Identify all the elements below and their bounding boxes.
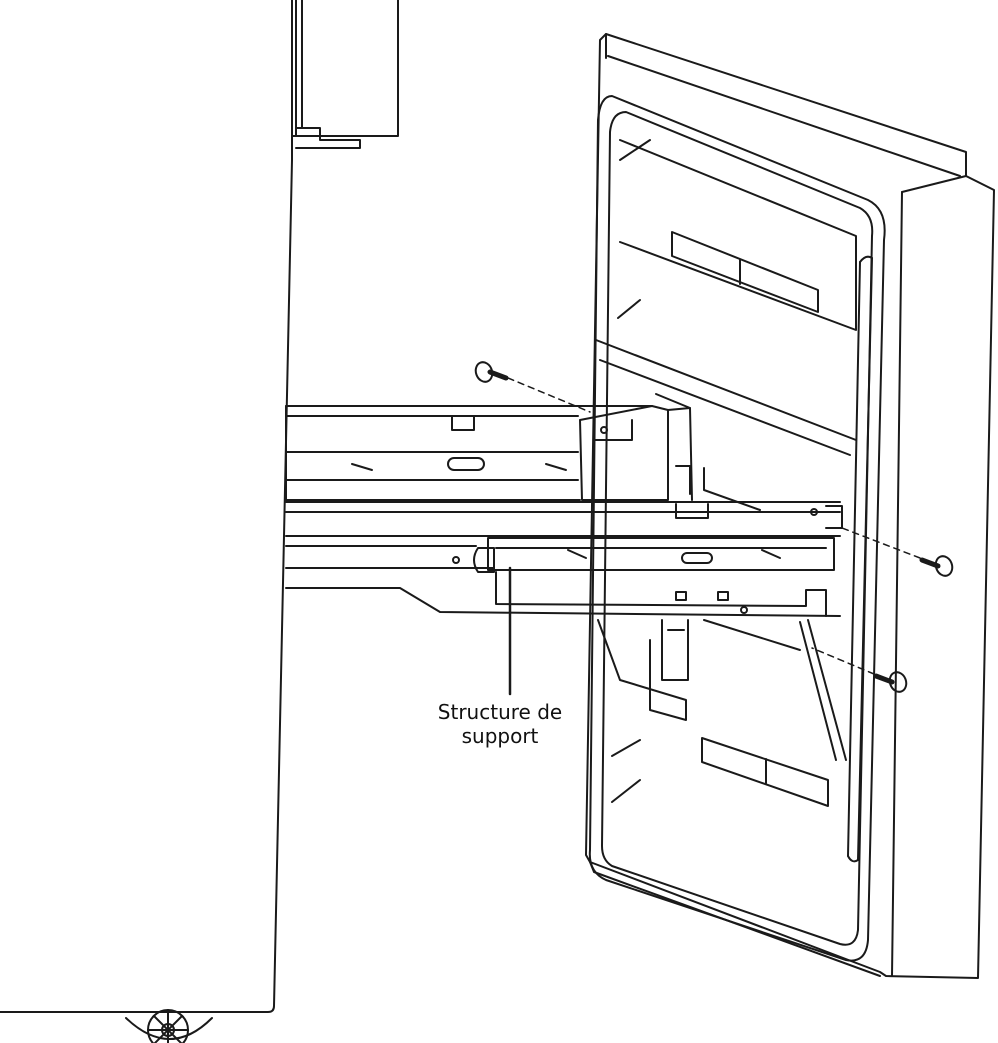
refrigerator-cabinet: [0, 0, 399, 1013]
upper-bracket: [285, 393, 709, 519]
callout-line-1: Structure de: [437, 700, 563, 724]
screw-right-lower: [811, 647, 908, 693]
roller-wheel: [125, 1009, 213, 1043]
screw-upper-left: [474, 361, 591, 413]
callout-line-2: support: [461, 724, 539, 748]
support-structure: [285, 501, 843, 681]
screw-right-middle: [841, 527, 954, 577]
freezer-door: [585, 33, 995, 979]
support-structure-label: Structure de support: [400, 700, 600, 748]
